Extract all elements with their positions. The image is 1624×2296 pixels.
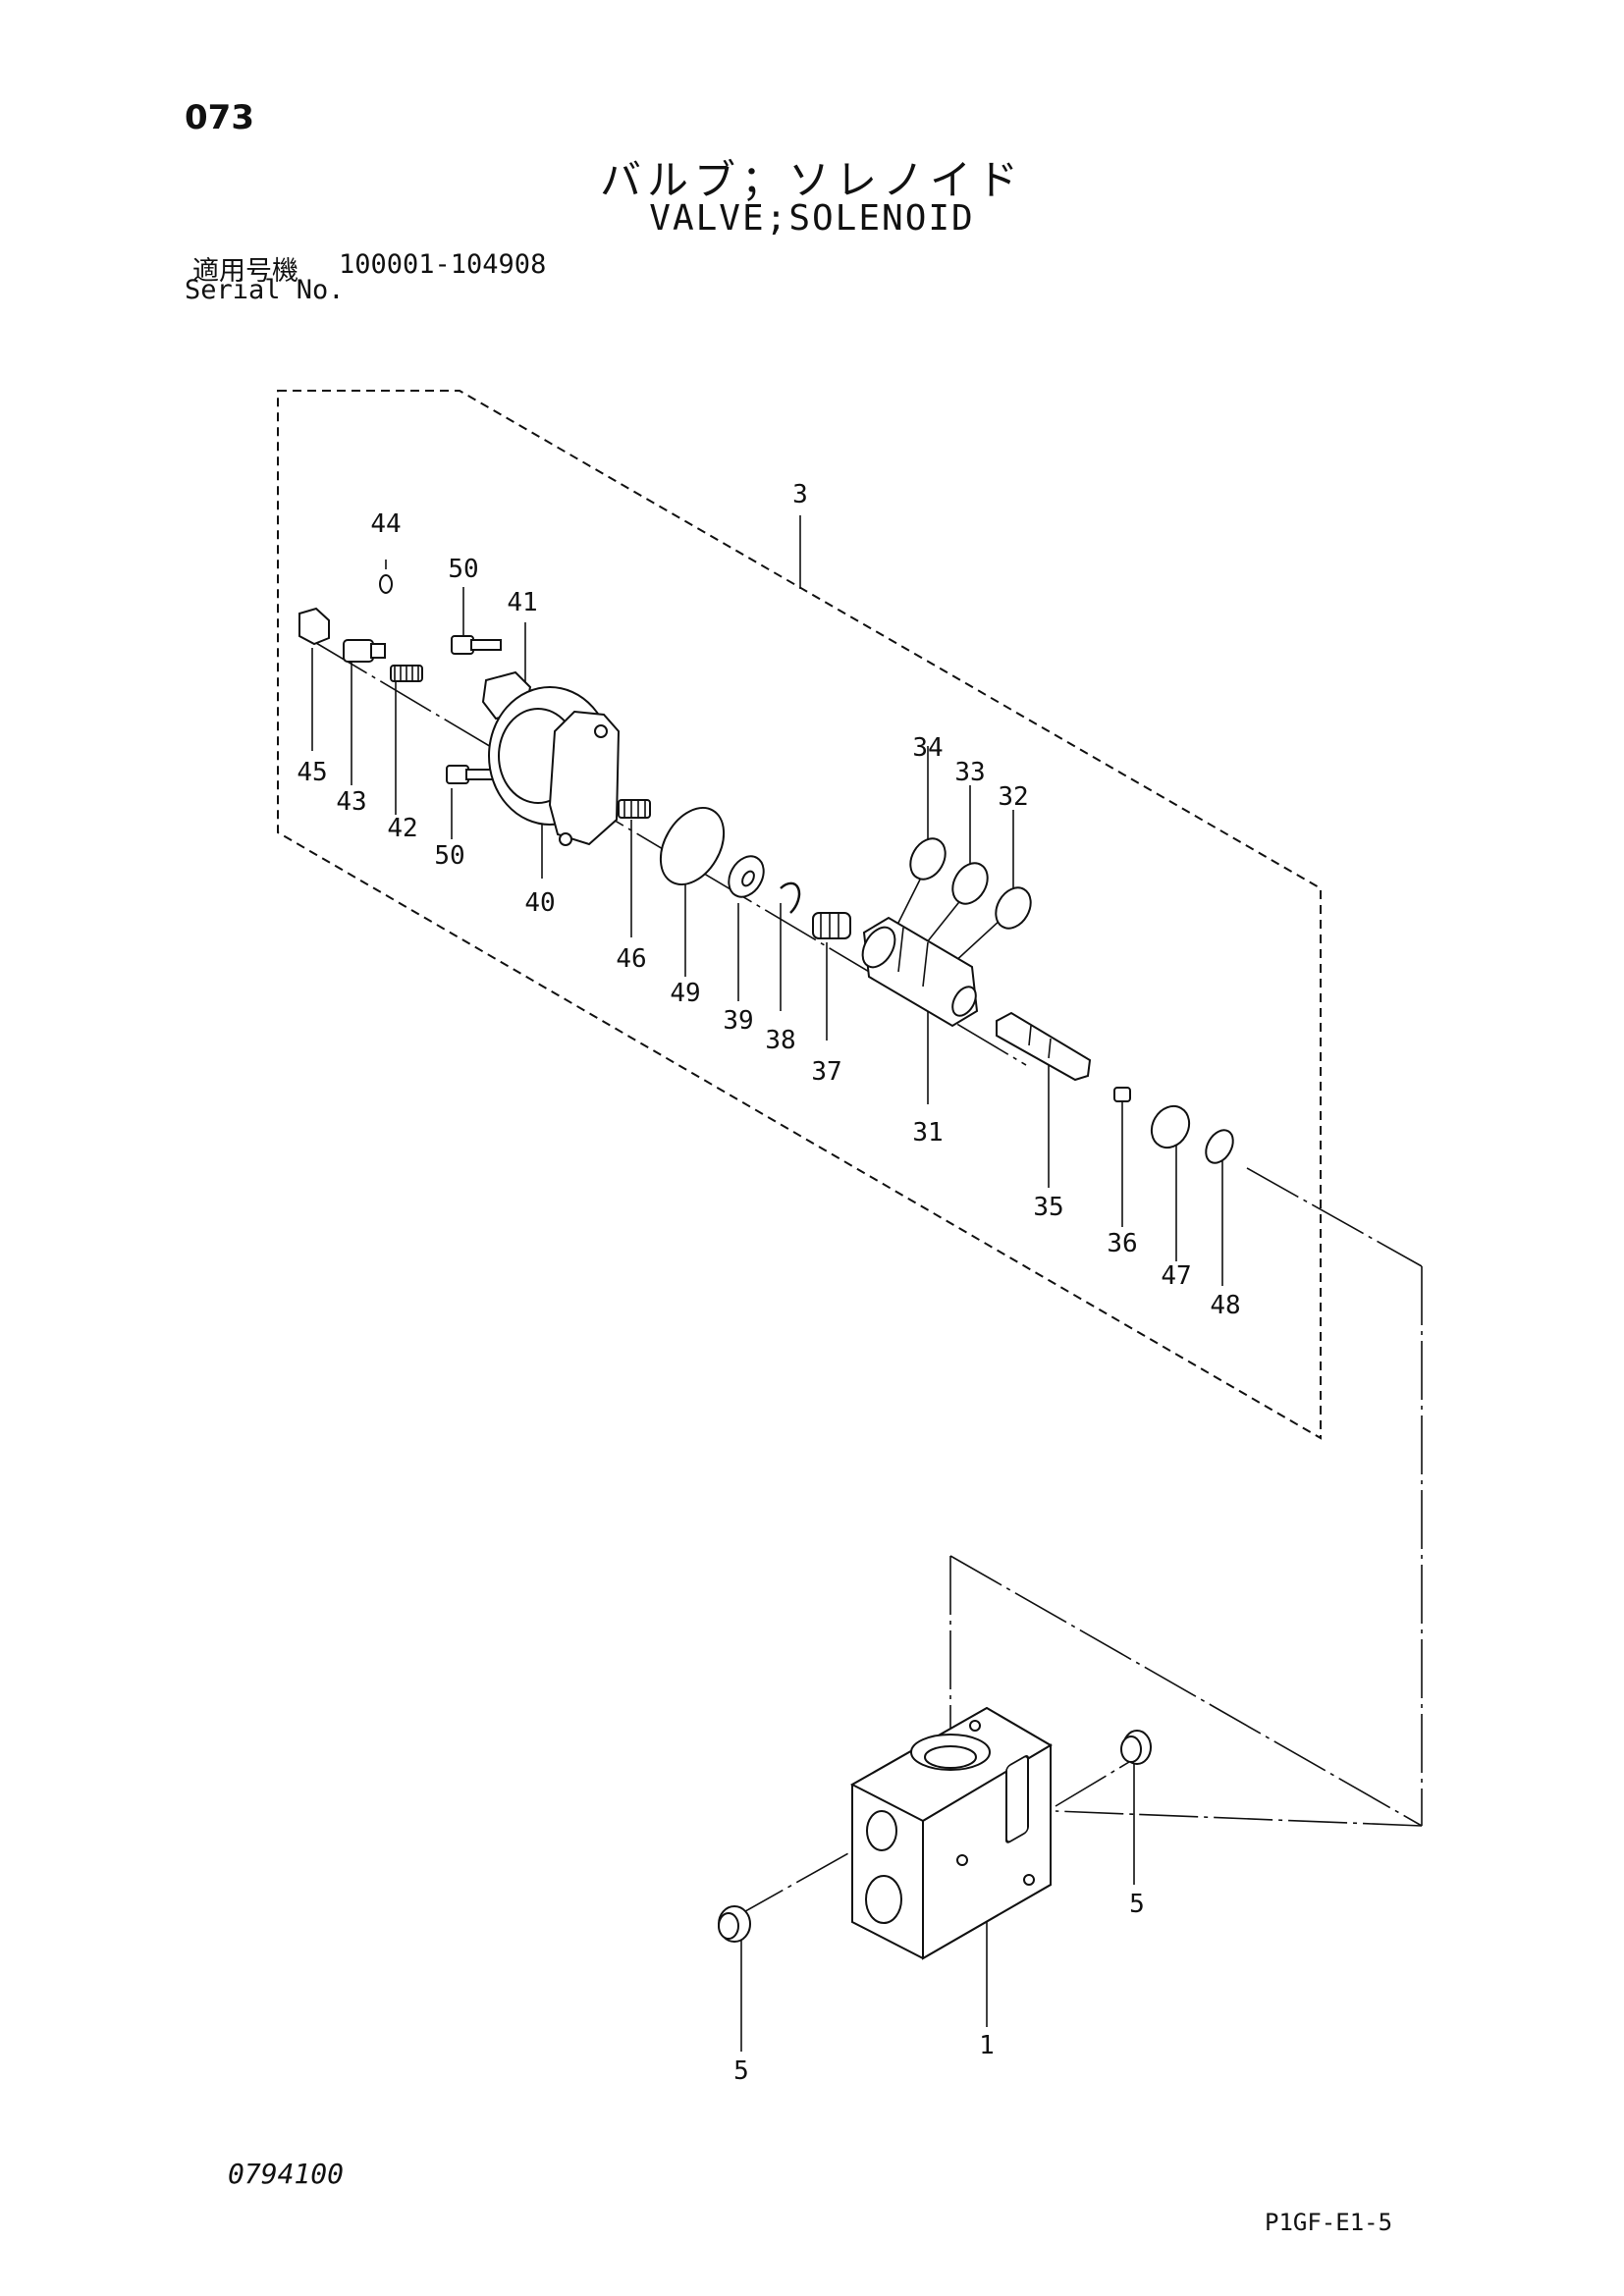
callout-45: 45 [297,758,327,787]
callout-44: 44 [370,509,401,539]
part-47-plug [1150,1104,1191,1149]
part-37-spring [812,912,851,939]
part-36-spring [1113,1087,1131,1102]
part-38-retaining-ring [780,881,801,914]
assembly-boundary [277,390,1322,1440]
callout-31: 31 [912,1118,943,1148]
callout-46: 46 [616,944,646,974]
callout-38: 38 [765,1026,795,1055]
title-english: VALVE;SOLENOID [649,198,975,239]
callout-49: 49 [670,979,700,1008]
page-code: P1GF-E1-5 [1265,2209,1393,2236]
callout-1: 1 [979,2031,995,2060]
callout-33: 33 [954,758,985,787]
callout-3: 3 [792,480,808,509]
part-49-o-ring [659,807,726,885]
page-number: 073 [185,98,254,137]
callout-34: 34 [912,733,943,763]
part-33-o-ring [951,862,989,905]
part-32-o-ring [995,886,1032,930]
callout-42: 42 [387,814,417,843]
part-43-adjuster [343,639,386,663]
part-42-spring [390,665,423,682]
callout-39: 39 [723,1006,753,1036]
part-31-sleeve [861,916,979,1028]
center-lines [315,642,1423,1920]
callout-40: 40 [524,888,555,918]
callout-48: 48 [1210,1291,1240,1320]
serial-label-japanese: 適用号機 [192,256,298,287]
callout-50-lower: 50 [434,841,464,871]
leader-lines [311,515,1223,2052]
callout-50-upper: 50 [448,555,478,584]
part-50-bolt-lower [446,765,497,784]
callout-5-left: 5 [733,2056,749,2086]
part-45-nut [298,607,330,646]
part-44-o-ring [379,574,393,594]
callout-5-right: 5 [1129,1890,1145,1919]
part-5-plug-left [718,1905,751,1943]
callout-41: 41 [507,588,537,617]
part-35-spool [996,1011,1092,1082]
callout-36: 36 [1107,1229,1137,1258]
callout-47: 47 [1161,1261,1191,1291]
serial-range: 100001-104908 [339,249,547,280]
callout-35: 35 [1033,1193,1063,1222]
part-50-bolt-upper [451,635,502,655]
part-34-o-ring [909,837,947,881]
part-1-valve-body [849,1706,1053,1960]
part-48-o-ring [1205,1129,1234,1164]
callout-32: 32 [998,782,1028,812]
title-japanese: バルブ；ソレノイド [599,156,1024,204]
drawing-number: 0794100 [228,2158,345,2190]
part-39-washer [728,855,765,898]
callout-43: 43 [336,787,366,817]
callout-labels: 3 44 50 41 45 43 42 50 40 46 49 39 38 37… [297,480,1240,2086]
part-46-spring [618,799,651,819]
serial-label-english: Serial No. [185,275,345,305]
part-5-plug-right [1120,1730,1152,1765]
callout-37: 37 [811,1057,841,1087]
part-40-solenoid [488,686,621,846]
